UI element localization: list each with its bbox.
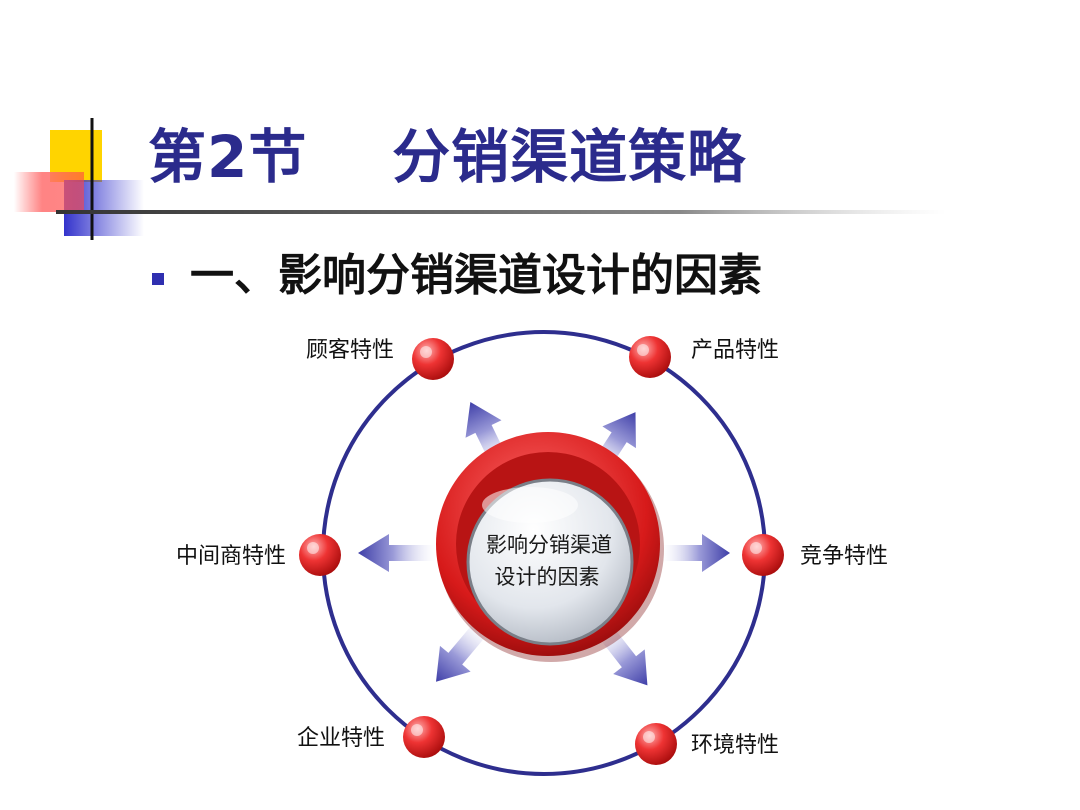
node-ball-intermediary	[299, 534, 341, 576]
central-hub: 影响分销渠道 设计的因素	[436, 432, 664, 662]
label-competition: 竞争特性	[800, 544, 888, 569]
node-ball-environment	[635, 723, 677, 765]
page-title: 第2节 分销渠道策略	[148, 123, 747, 191]
node-ball-product	[629, 336, 671, 378]
node-ball-customer	[412, 338, 454, 380]
center-label-line2: 设计的因素	[495, 565, 600, 589]
center-label-line1: 影响分销渠道	[486, 533, 612, 557]
label-intermediary: 中间商特性	[176, 544, 286, 569]
node-ball-competition	[742, 534, 784, 576]
deco-red-glow	[14, 172, 84, 212]
label-customer: 顾客特性	[306, 338, 394, 363]
label-environment: 环境特性	[691, 733, 779, 758]
node-ball-enterprise	[403, 716, 445, 758]
bullet-square-icon	[152, 273, 164, 285]
label-product: 产品特性	[691, 338, 779, 363]
label-enterprise: 企业特性	[297, 726, 385, 751]
title-underline	[56, 210, 946, 214]
arrow-to-competition	[662, 534, 730, 572]
arrow-to-intermediary	[358, 534, 436, 572]
arrow-to-enterprise	[436, 619, 490, 682]
bullet-text: 一、影响分销渠道设计的因素	[190, 250, 762, 301]
